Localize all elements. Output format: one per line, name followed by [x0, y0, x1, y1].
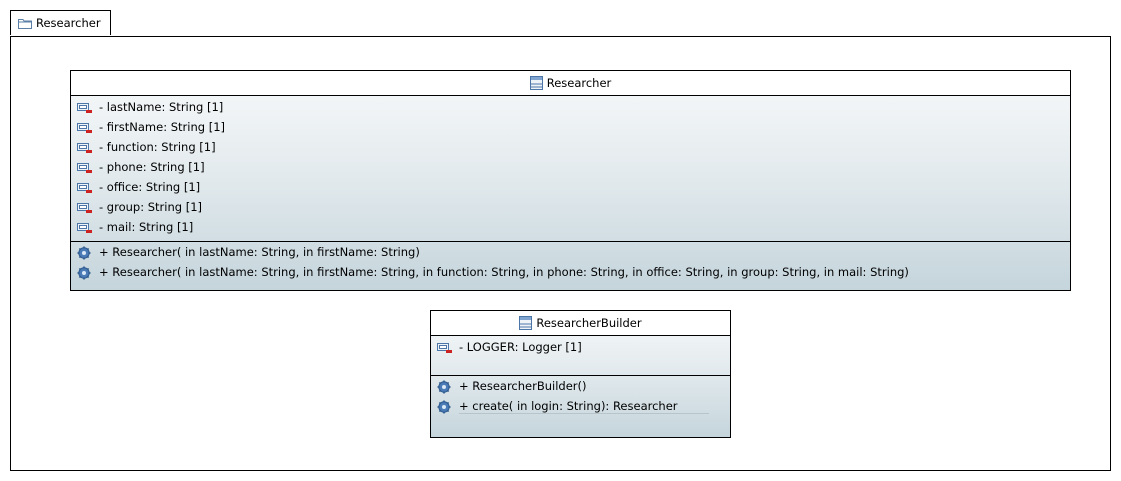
- operations-compartment: + Researcher( in lastName: String, in fi…: [71, 242, 1070, 282]
- operation-label: + Researcher( in lastName: String, in fi…: [99, 265, 909, 279]
- attribute-label: - phone: String [1]: [99, 160, 205, 174]
- private-attribute-icon: [77, 221, 92, 234]
- class-header: ResearcherBuilder: [431, 311, 730, 336]
- attribute-label: - lastName: String [1]: [99, 100, 224, 114]
- attributes-compartment: - lastName: String [1] - firstName: Stri…: [71, 96, 1070, 242]
- attribute-label: - LOGGER: Logger [1]: [459, 340, 582, 354]
- private-attribute-icon: [437, 341, 452, 354]
- class-header: Researcher: [71, 71, 1070, 96]
- private-attribute-icon: [77, 121, 92, 134]
- class-researcher[interactable]: Researcher - lastName: String [1] - firs…: [70, 70, 1071, 291]
- attribute-row[interactable]: - lastName: String [1]: [71, 97, 1070, 117]
- operations-compartment: + ResearcherBuilder() + create( in login…: [431, 376, 730, 416]
- attribute-label: - firstName: String [1]: [99, 120, 226, 134]
- attribute-row[interactable]: - LOGGER: Logger [1]: [431, 337, 730, 357]
- attribute-row[interactable]: - mail: String [1]: [71, 217, 1070, 237]
- attributes-compartment: - LOGGER: Logger [1]: [431, 336, 730, 376]
- private-attribute-icon: [77, 181, 92, 194]
- private-attribute-icon: [77, 201, 92, 214]
- class-name: Researcher: [546, 76, 612, 90]
- private-attribute-icon: [77, 101, 92, 114]
- attribute-label: - mail: String [1]: [99, 220, 194, 234]
- class-researcherbuilder[interactable]: ResearcherBuilder - LOGGER: Logger [1] +…: [430, 310, 731, 438]
- attribute-label: - group: String [1]: [99, 200, 203, 214]
- class-icon: [519, 316, 533, 330]
- operation-gear-icon: [77, 246, 92, 259]
- folder-icon: [18, 18, 32, 29]
- attribute-row[interactable]: - office: String [1]: [71, 177, 1070, 197]
- package-name: Researcher: [36, 16, 101, 30]
- attribute-label: - function: String [1]: [99, 140, 216, 154]
- operation-gear-icon: [437, 400, 452, 413]
- operation-row[interactable]: + create( in login: String): Researcher: [431, 396, 730, 416]
- attribute-row[interactable]: - firstName: String [1]: [71, 117, 1070, 137]
- package-tab[interactable]: Researcher: [10, 10, 111, 35]
- private-attribute-icon: [77, 141, 92, 154]
- operation-row[interactable]: + ResearcherBuilder(): [431, 376, 730, 396]
- attribute-row[interactable]: - phone: String [1]: [71, 157, 1070, 177]
- operation-row[interactable]: + Researcher( in lastName: String, in fi…: [71, 242, 1070, 262]
- class-icon: [529, 76, 543, 90]
- operation-label: + ResearcherBuilder(): [459, 379, 587, 393]
- class-name: ResearcherBuilder: [536, 316, 642, 330]
- attribute-row[interactable]: - group: String [1]: [71, 197, 1070, 217]
- operation-row[interactable]: + Researcher( in lastName: String, in fi…: [71, 262, 1070, 282]
- attribute-label: - office: String [1]: [99, 180, 201, 194]
- attribute-row[interactable]: - function: String [1]: [71, 137, 1070, 157]
- operation-label: + create( in login: String): Researcher: [459, 399, 709, 414]
- operation-label: + Researcher( in lastName: String, in fi…: [99, 245, 420, 259]
- private-attribute-icon: [77, 161, 92, 174]
- operation-gear-icon: [437, 380, 452, 393]
- operation-gear-icon: [77, 266, 92, 279]
